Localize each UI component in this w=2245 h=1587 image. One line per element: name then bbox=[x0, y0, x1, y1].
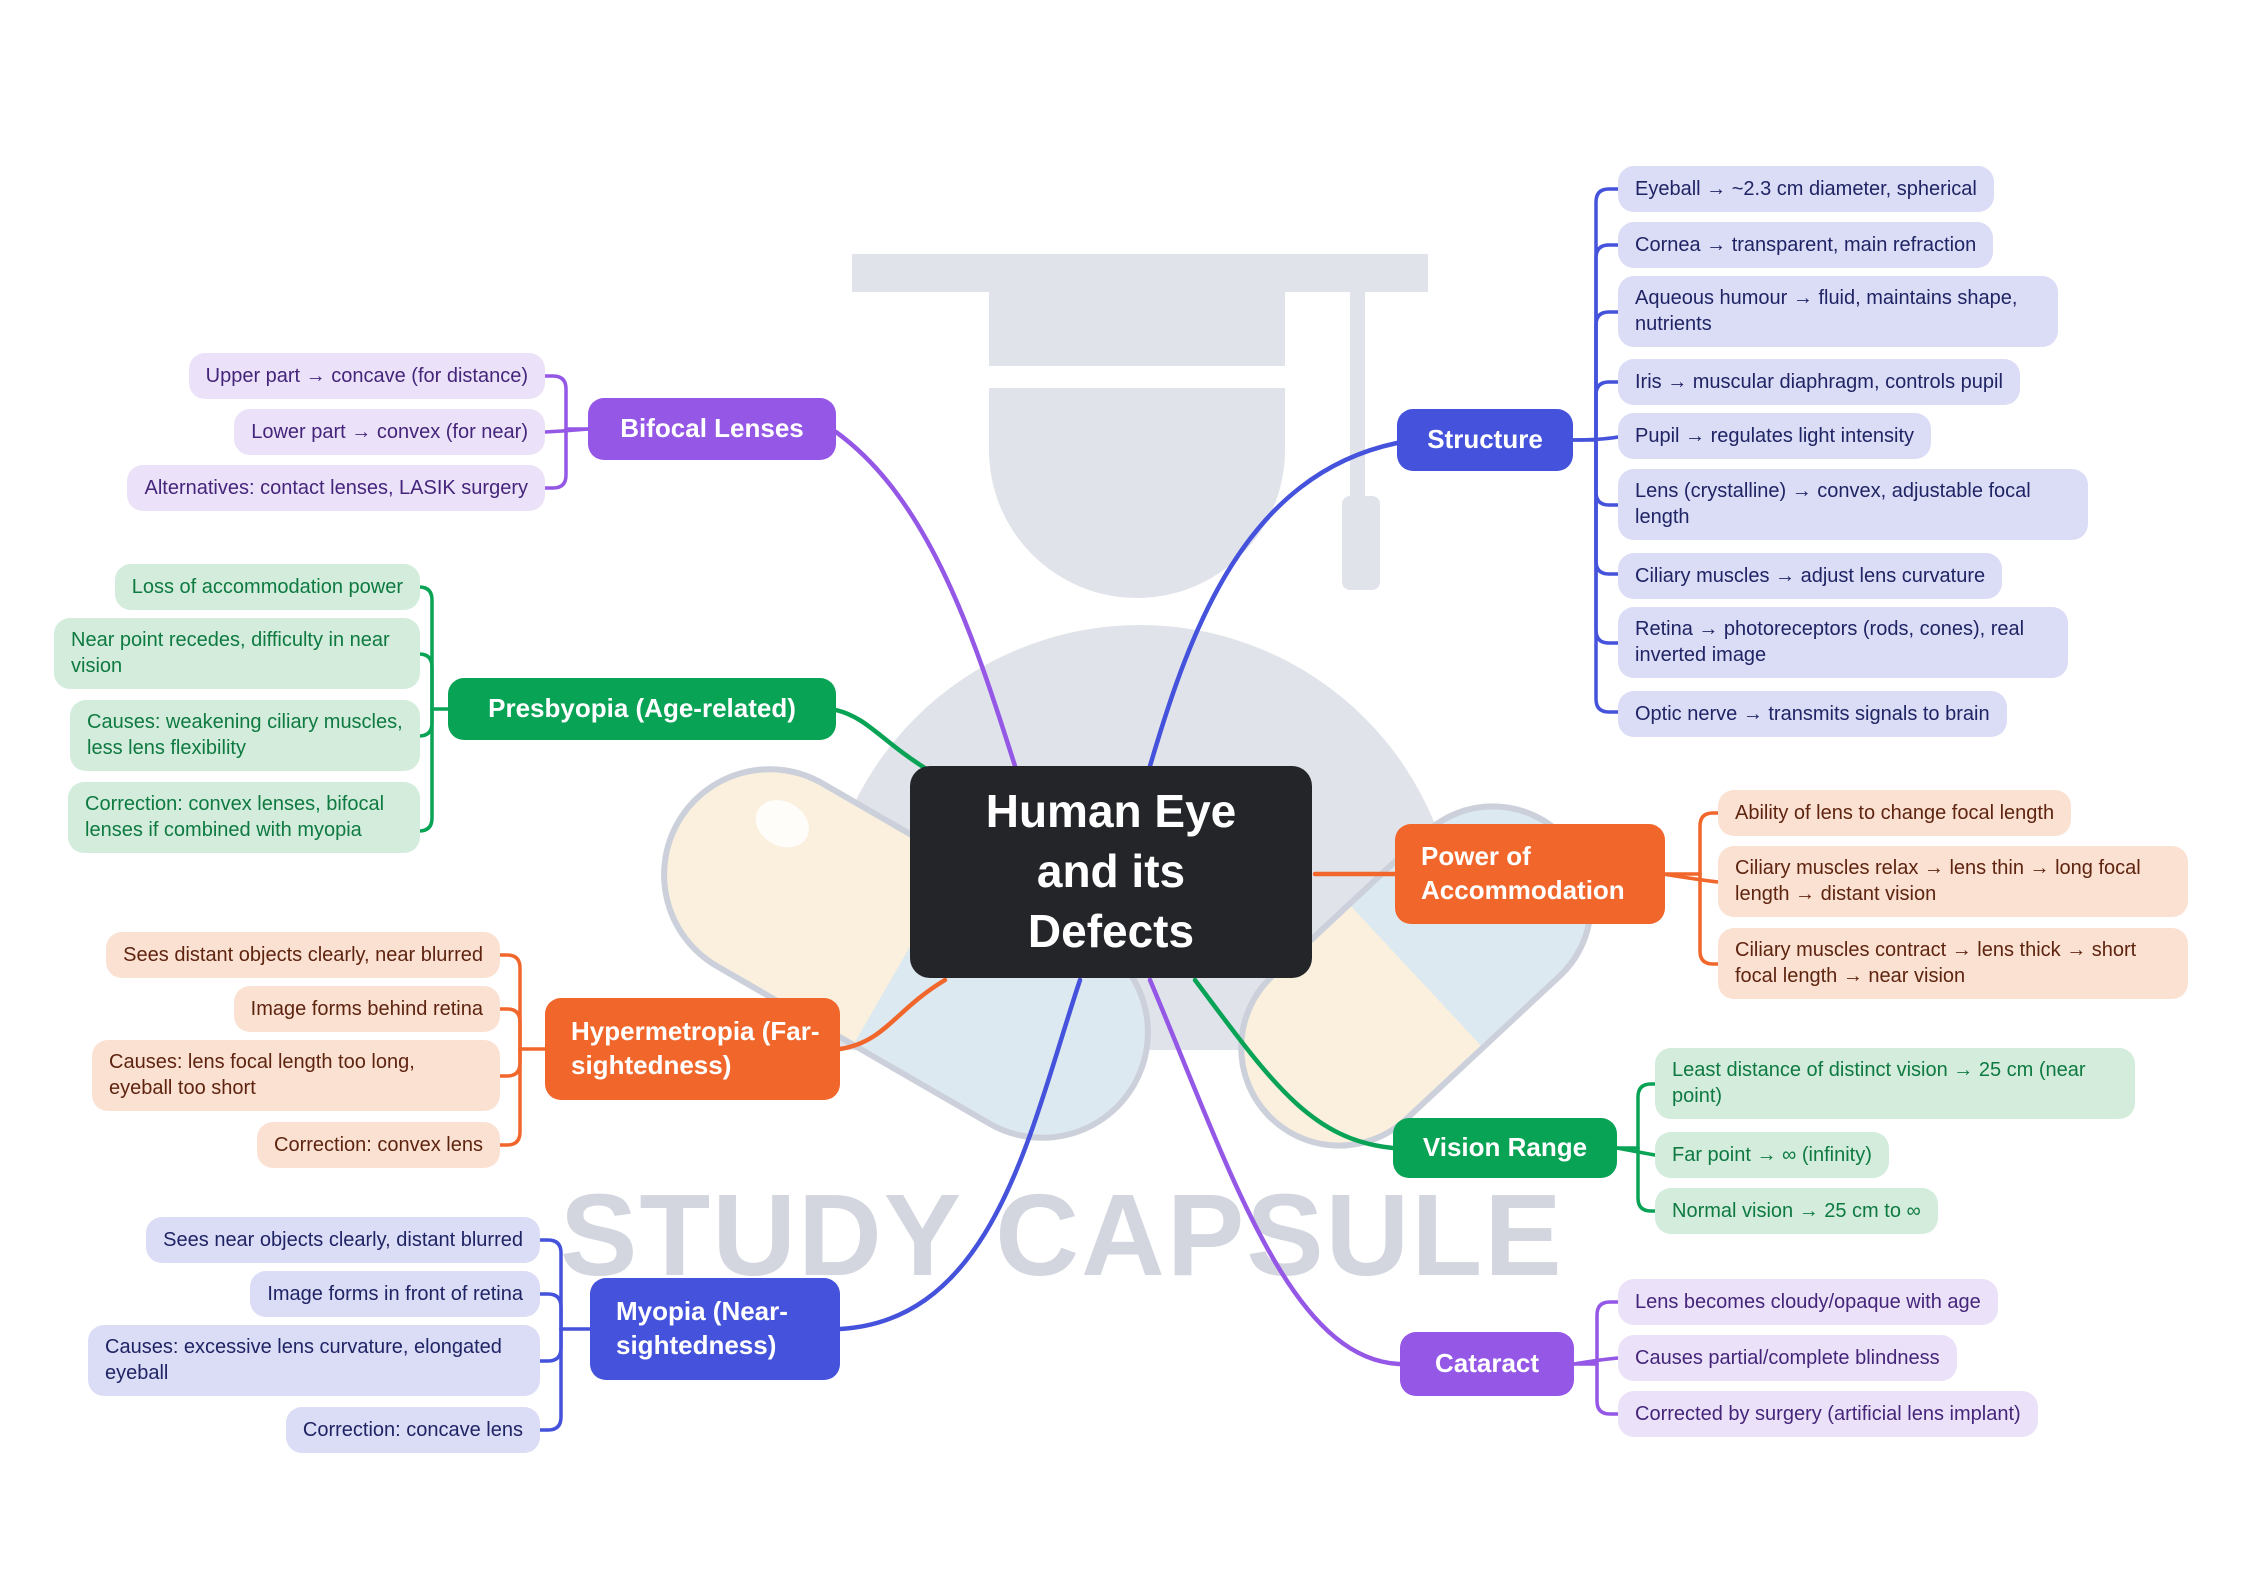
graduation-cap-crown-icon bbox=[989, 292, 1285, 366]
central-topic: Human Eye and its Defects bbox=[910, 766, 1312, 978]
leaf-item: Image forms in front of retina bbox=[250, 1271, 540, 1317]
leaf-item: Corrected by surgery (artificial lens im… bbox=[1618, 1391, 2038, 1437]
leaf-item: Near point recedes, difficulty in near v… bbox=[54, 618, 420, 689]
leaf-item: Pupil → regulates light intensity bbox=[1618, 413, 1932, 459]
branch-node-hypermetropia: Hypermetropia (Far-sightedness) bbox=[545, 998, 840, 1100]
leaf-item: Ability of lens to change focal length bbox=[1718, 790, 2072, 836]
leaf-item: Image forms behind retina bbox=[233, 986, 500, 1032]
leaf-item: Correction: concave lens bbox=[285, 1407, 540, 1453]
leaf-item: Retina → photoreceptors (rods, cones), r… bbox=[1618, 607, 2068, 678]
leaf-item: Correction: convex lenses, bifocal lense… bbox=[68, 782, 420, 853]
branch-node-bifocal-lenses: Bifocal Lenses bbox=[588, 398, 836, 460]
leaf-item: Lower part → convex (for near) bbox=[234, 409, 545, 455]
leaf-item: Ciliary muscles → adjust lens curvature bbox=[1618, 553, 2003, 599]
branch-node-vision-range: Vision Range bbox=[1393, 1118, 1617, 1178]
leaf-item: Loss of accommodation power bbox=[114, 564, 420, 610]
tassel-knob-icon bbox=[1342, 496, 1380, 590]
leaf-item: Causes partial/complete blindness bbox=[1618, 1335, 1957, 1381]
leaf-item: Cornea → transparent, main refraction bbox=[1618, 222, 1994, 268]
leaf-item: Ciliary muscles contract → lens thick → … bbox=[1718, 928, 2188, 999]
leaf-item: Alternatives: contact lenses, LASIK surg… bbox=[127, 465, 545, 511]
leaf-item: Optic nerve → transmits signals to brain bbox=[1618, 691, 2007, 737]
graduation-cap-brim-icon bbox=[852, 254, 1428, 292]
leaf-item: Sees near objects clearly, distant blurr… bbox=[146, 1217, 540, 1263]
leaf-item: Far point → ∞ (infinity) bbox=[1655, 1132, 1889, 1178]
branch-node-myopia: Myopia (Near-sightedness) bbox=[590, 1278, 840, 1380]
leaf-item: Causes: excessive lens curvature, elonga… bbox=[88, 1325, 540, 1396]
leaf-item: Eyeball → ~2.3 cm diameter, spherical bbox=[1618, 166, 1994, 212]
branch-node-structure: Structure bbox=[1397, 409, 1573, 471]
branch-node-presbyopia: Presbyopia (Age-related) bbox=[448, 678, 836, 740]
leaf-item: Causes: lens focal length too long, eyeb… bbox=[92, 1040, 500, 1111]
leaf-item: Correction: convex lens bbox=[257, 1122, 500, 1168]
leaf-item: Lens (crystalline) → convex, adjustable … bbox=[1618, 469, 2088, 540]
tassel-icon bbox=[1350, 292, 1365, 496]
leaf-item: Aqueous humour → fluid, maintains shape,… bbox=[1618, 276, 2058, 347]
leaf-item: Upper part → concave (for distance) bbox=[188, 353, 545, 399]
leaf-item: Least distance of distinct vision → 25 c… bbox=[1655, 1048, 2135, 1119]
leaf-item: Lens becomes cloudy/opaque with age bbox=[1618, 1279, 1998, 1325]
leaf-item: Normal vision → 25 cm to ∞ bbox=[1655, 1188, 1938, 1234]
branch-node-power-of-accommodation: Power of Accommodation bbox=[1395, 824, 1665, 924]
branch-node-cataract: Cataract bbox=[1400, 1332, 1574, 1396]
leaf-item: Causes: weakening ciliary muscles, less … bbox=[70, 700, 420, 771]
leaf-item: Ciliary muscles relax → lens thin → long… bbox=[1718, 846, 2188, 917]
leaf-item: Sees distant objects clearly, near blurr… bbox=[106, 932, 500, 978]
leaf-item: Iris → muscular diaphragm, controls pupi… bbox=[1618, 359, 2020, 405]
